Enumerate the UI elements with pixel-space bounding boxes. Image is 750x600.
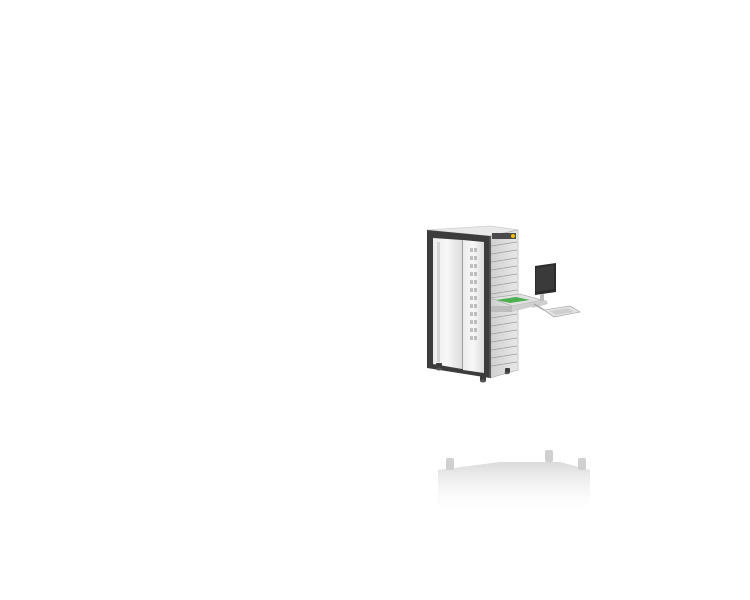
rack-side-panel	[489, 229, 519, 379]
rack-reflection	[438, 450, 590, 515]
rack-front-frame	[427, 230, 490, 378]
keyboard-tray	[533, 303, 581, 318]
pull-out-tray	[490, 293, 543, 312]
rack-casters	[436, 363, 510, 383]
monitor-unit	[530, 263, 556, 308]
